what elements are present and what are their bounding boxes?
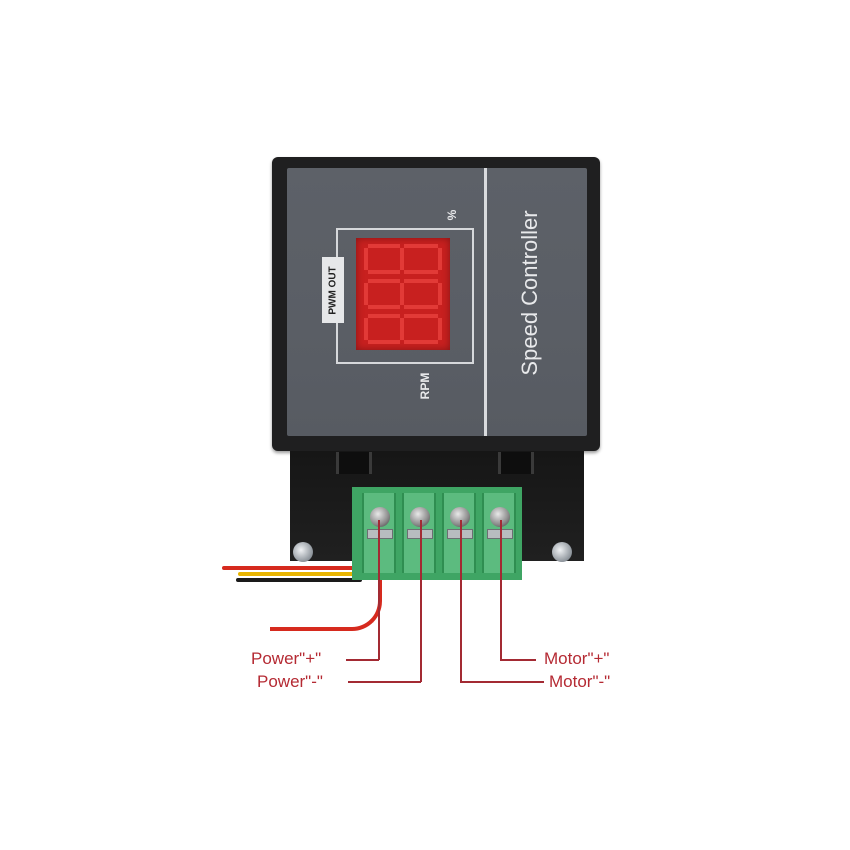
mounting-screw-icon (293, 542, 313, 562)
terminal-motor-plus[interactable] (482, 493, 516, 573)
percent-label: % (445, 209, 459, 221)
screw-icon (370, 507, 390, 527)
faceplate-divider (484, 168, 487, 436)
callout-motor-plus: Motor"+" (544, 649, 610, 668)
leader-power-minus (420, 520, 422, 682)
terminal-motor-minus[interactable] (442, 493, 476, 573)
red-loop-wire (270, 575, 382, 631)
product-title: Speed Controller (517, 210, 542, 376)
leader-motor-plus (500, 520, 502, 660)
leader-motor-minus-h (460, 681, 544, 683)
terminal-block (352, 487, 522, 580)
leader-motor-minus (460, 520, 462, 682)
pwm-out-label: PWM OUT (322, 257, 344, 323)
mounting-screw-icon (552, 542, 572, 562)
screw-icon (450, 507, 470, 527)
terminal-power-minus[interactable] (402, 493, 436, 573)
led-digit (364, 279, 442, 309)
vent-slot (498, 452, 534, 474)
led-digit (364, 314, 442, 344)
screw-icon (410, 507, 430, 527)
rpm-label: RPM (418, 372, 432, 400)
vent-slot (336, 452, 372, 474)
yellow-wire (238, 572, 362, 576)
screw-icon (490, 507, 510, 527)
led-display (356, 238, 450, 350)
leader-power-minus-h (348, 681, 421, 683)
leader-motor-plus-h (500, 659, 536, 661)
led-digit (364, 244, 442, 274)
leader-power-plus (378, 520, 380, 660)
leader-power-plus-h (346, 659, 379, 661)
red-wire (222, 566, 362, 570)
callout-power-plus: Power"+" (251, 649, 322, 668)
callout-power-minus: Power"-" (257, 672, 323, 691)
callout-motor-minus: Motor"-" (549, 672, 611, 691)
pwm-out-text: PWM OUT (327, 265, 339, 315)
